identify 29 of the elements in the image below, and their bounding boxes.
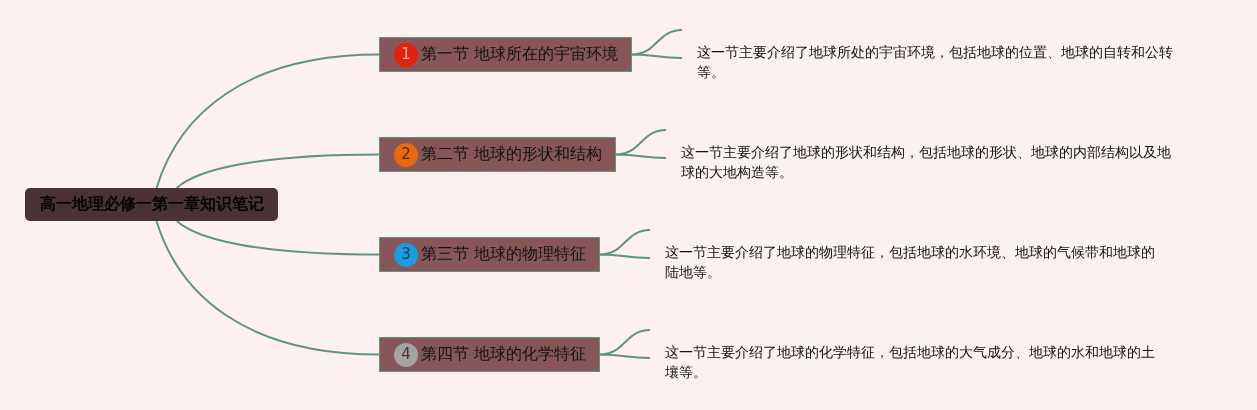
topic-box bbox=[379, 137, 616, 172]
branch-line bbox=[175, 220, 380, 256]
branch-line bbox=[599, 329, 651, 356]
description-text: 这一节主要介绍了地球的形状和结构，包括地球的形状、地球的内部结构以及地球的大地构造等。 bbox=[681, 143, 1172, 182]
branch-line bbox=[155, 53, 380, 189]
branch-line bbox=[615, 153, 667, 159]
branch-line bbox=[631, 53, 683, 59]
topic-title: 第二节 地球的形状和结构 bbox=[421, 144, 602, 165]
central-topic-box: 高一地理必修一第一章知识笔记 bbox=[25, 188, 278, 221]
branch-line bbox=[631, 29, 683, 56]
branch-line bbox=[175, 153, 380, 189]
description-text: 这一节主要介绍了地球所处的宇宙环境，包括地球的位置、地球的自转和公转等。 bbox=[697, 43, 1174, 82]
branch-line bbox=[615, 129, 667, 156]
topic-title: 第一节 地球所在的宇宙环境 bbox=[421, 44, 618, 65]
number-badge: 1 bbox=[394, 42, 418, 67]
topic-title: 第四节 地球的化学特征 bbox=[421, 344, 586, 365]
branch-line bbox=[599, 253, 651, 259]
number-badge: 3 bbox=[394, 242, 418, 267]
topic-title: 第三节 地球的物理特征 bbox=[421, 244, 586, 265]
topic-box bbox=[379, 37, 632, 72]
branch-line bbox=[155, 220, 380, 356]
topic-box bbox=[379, 237, 600, 272]
branch-line bbox=[599, 353, 651, 359]
description-text: 这一节主要介绍了地球的化学特征，包括地球的大气成分、地球的水和地球的土壤等。 bbox=[665, 343, 1156, 382]
branch-line bbox=[599, 229, 651, 256]
number-badge: 2 bbox=[394, 142, 418, 167]
number-badge: 4 bbox=[394, 342, 418, 367]
description-text: 这一节主要介绍了地球的物理特征，包括地球的水环境、地球的气候带和地球的陆地等。 bbox=[665, 243, 1156, 282]
topic-box bbox=[379, 337, 600, 372]
